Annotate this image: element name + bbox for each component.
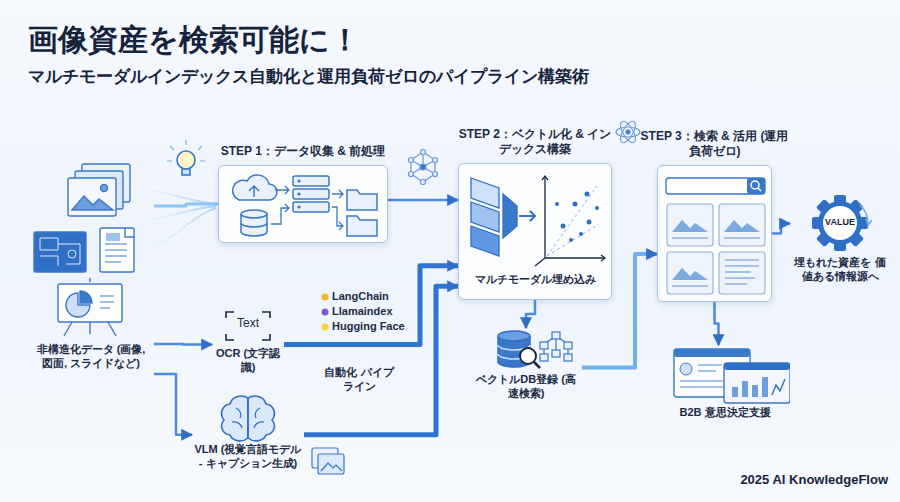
text-stack: ベクトルDB登録 (高速検索) <box>470 328 582 400</box>
flow-connector <box>715 302 719 345</box>
vector-db-node: ベクトルDB登録 (高速検索) <box>470 328 582 407</box>
b2b-node: B2B 意思決定支援 <box>660 345 790 433</box>
vector-db-icon <box>470 328 582 372</box>
subtitle: マルチモーダルインデックス自動化と運用負荷ゼロのパイプライン構築術 <box>28 66 728 87</box>
flow-connector <box>154 204 218 206</box>
library-name: LangChain <box>332 290 422 304</box>
library-name: Hugging Face <box>332 320 422 334</box>
ocr-sample-text: Text <box>226 316 270 331</box>
unstructured-data-icons <box>28 160 154 338</box>
node-text: OCR (文字認識) <box>214 346 282 374</box>
value-gear: VALUE 埋もれた資産を 価値ある情報源へ <box>790 195 890 290</box>
node-text: 埋もれた資産を 価値ある情報源へ <box>792 255 888 283</box>
text-stack: 埋もれた資産を 価値ある情報源へ <box>790 195 890 283</box>
step-heading: STEP 1：データ収集 & 前処理 <box>183 144 423 160</box>
library-name: Llamaindex <box>332 305 422 319</box>
flow-connector <box>284 266 458 345</box>
text-stack: VLM (視覚言語モデル - キャプション生成) <box>192 392 304 470</box>
node-text: ベクトルDB登録 (高速検索) <box>472 372 580 400</box>
dashboard-icon <box>660 345 790 405</box>
step-box: STEP 2：ベクトル化 & インデックス構築マルチモーダル埋め込み <box>458 163 612 300</box>
step-heading: STEP 2：ベクトル化 & インデックス構築 <box>455 127 615 158</box>
gear-label: VALUE <box>790 217 890 229</box>
flow-connector <box>304 286 458 435</box>
node-text: B2B 意思決定支援 <box>662 405 788 419</box>
title: 画像資産を検索可能に！ <box>28 22 360 58</box>
step-box: STEP 1：データ収集 & 前処理 <box>218 165 388 243</box>
node-text: 非構造化データ (画像, 図面, スライドなど) <box>30 342 152 370</box>
pipeline-label: 自動化 パイプライン <box>322 366 396 394</box>
step-box: STEP 3：検索 & 活用 (運用負荷ゼロ) <box>657 165 772 302</box>
brain-icon <box>192 392 304 442</box>
text-stack: 非構造化データ (画像, 図面, スライドなど) <box>28 160 154 370</box>
step-heading: STEP 3：検索 & 活用 (運用負荷ゼロ) <box>640 129 790 160</box>
data-source-group: 非構造化データ (画像, 図面, スライドなど) <box>28 160 154 390</box>
watermark: 2025 AI KnowledgeFlow <box>728 472 888 488</box>
text-stack: B2B 意思決定支援 <box>660 345 790 419</box>
text-stack: マルチモーダル埋め込み <box>459 164 611 286</box>
search-results-icons <box>658 166 773 303</box>
flow-connector <box>388 199 458 202</box>
flow-connector <box>154 343 212 346</box>
node-text: VLM (視覚言語モデル - キャプション生成) <box>194 442 302 470</box>
embedding-icons <box>459 164 613 272</box>
flow-connector <box>154 374 192 435</box>
vlm-node: VLM (視覚言語モデル - キャプション生成) <box>192 392 304 487</box>
ingest-icons <box>219 166 389 244</box>
node-text: マルチモーダル埋め込み <box>461 272 609 286</box>
flow-connector <box>772 224 790 234</box>
flow-connector <box>526 300 535 328</box>
